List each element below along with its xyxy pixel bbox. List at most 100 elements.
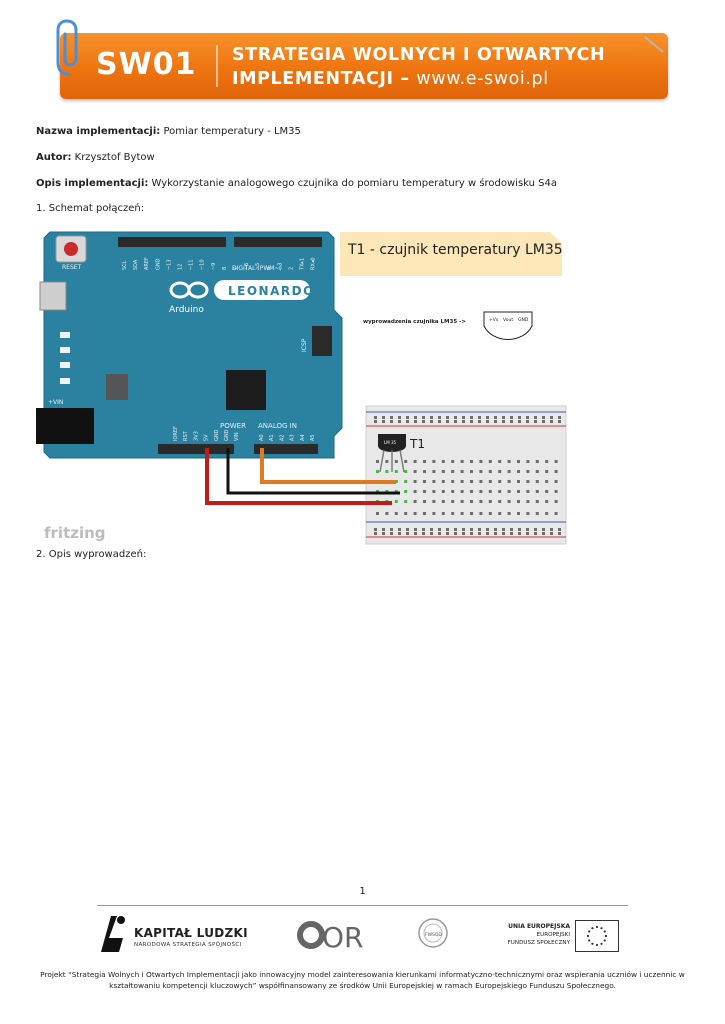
breadboard-hole [526, 460, 530, 463]
breadboard-hole [550, 528, 553, 531]
eu-line3: FUNDUSZ SPOŁECZNY [507, 940, 570, 946]
logo-text: SW01 [96, 47, 197, 82]
author-value: Krzysztof Bytow [71, 152, 155, 163]
breadboard-hole [488, 490, 492, 493]
breadboard-hole [488, 500, 492, 503]
reset-label: RESET [62, 264, 82, 271]
breadboard-hole [438, 528, 441, 531]
header-pin-label: ~13 [166, 259, 172, 270]
breadboard-hole [446, 420, 449, 423]
breadboard-hole [470, 532, 473, 535]
breadboard-hole [413, 470, 417, 473]
breadboard-hole [554, 490, 558, 493]
breadboard-hole [558, 420, 561, 423]
breadboard-hole [510, 532, 513, 535]
breadboard-hole [526, 420, 529, 423]
breadboard-hole [558, 416, 561, 419]
header-pin-label: TX▸1 [300, 258, 306, 271]
breadboard-hole [432, 512, 436, 515]
breadboard-hole [545, 512, 549, 515]
breadboard-hole [382, 532, 385, 535]
header-pin-label: 7 [233, 267, 239, 270]
breadboard-hole [534, 532, 537, 535]
breadboard-hole [441, 490, 445, 493]
breadboard-hole [535, 490, 539, 493]
eu-star-icon [586, 934, 590, 938]
header-banner: SW01 STRATEGIA WOLNYCH I OTWARTYCH IMPLE… [60, 33, 668, 99]
breadboard-hole [470, 490, 473, 493]
breadboard-hole [518, 416, 521, 419]
breadboard-hole [535, 500, 539, 503]
breadboard-hole [542, 528, 545, 531]
breadboard-hole [542, 416, 545, 419]
breadboard-hole [479, 500, 483, 503]
breadboard-hole [517, 512, 520, 515]
breadboard-hole [413, 490, 417, 493]
breadboard-hole [478, 420, 481, 423]
breadboard-hole [390, 416, 393, 419]
kapital-ludzki-logo [101, 916, 125, 952]
breadboard-hole [545, 500, 549, 503]
breadboard-hole [441, 460, 445, 463]
board-name: LEONARDO [228, 284, 315, 298]
breadboard-hole [394, 500, 398, 503]
breadboard-hole [550, 416, 553, 419]
breadboard-hole [470, 460, 473, 463]
breadboard-hole [554, 480, 558, 483]
arduino-brand: Arduino [169, 305, 204, 315]
breadboard-hole [486, 420, 489, 423]
breadboard-hole [460, 480, 464, 483]
sensor-title: T1 - czujnik temperatury LM35 [347, 242, 563, 258]
breadboard-hole [414, 528, 417, 531]
breadboard-hole [432, 460, 436, 463]
led-label-tx: TX [60, 347, 69, 354]
breadboard-hole [404, 470, 408, 473]
breadboard-hole [558, 532, 561, 535]
breadboard-hole [406, 420, 409, 423]
breadboard-hole [488, 480, 492, 483]
breadboard-hole [460, 470, 464, 473]
breadboard-hole [517, 470, 520, 473]
breadboard-hole [510, 416, 513, 419]
description-label: Opis implementacji: [36, 178, 149, 189]
breadboard-hole [517, 500, 520, 503]
breadboard-hole [498, 460, 502, 463]
breadboard-hole [413, 500, 417, 503]
breadboard-hole [526, 500, 530, 503]
breadboard-hole [423, 490, 426, 493]
breadboard-hole [374, 532, 377, 535]
implementation-name-label: Nazwa implementacji: [36, 126, 161, 137]
breadboard-hole [502, 528, 505, 531]
breadboard-hole [545, 470, 549, 473]
breadboard-hole [507, 500, 511, 503]
breadboard-hole [422, 528, 425, 531]
breadboard [365, 405, 567, 545]
analog-pin-label: A4 [300, 434, 306, 441]
breadboard-hole [510, 528, 513, 531]
breadboard-hole [430, 416, 433, 419]
breadboard-hole [498, 490, 502, 493]
breadboard-hole [502, 416, 505, 419]
breadboard-hole [441, 480, 445, 483]
header-pin-label: ~10 [200, 259, 206, 270]
wire-red [205, 448, 392, 505]
paperclip-icon [56, 19, 78, 76]
eu-star-icon [600, 942, 603, 945]
eu-line2: EUROPEJSKI [536, 932, 570, 938]
breadboard-hole [385, 470, 389, 473]
breadboard-holes [374, 416, 561, 535]
sensor-title-tag: T1 - czujnik temperatury LM35 [340, 232, 563, 276]
analog-pin-label: A3 [290, 434, 296, 441]
breadboard-hole [430, 528, 433, 531]
breadboard-hole [376, 470, 379, 473]
breadboard-hole [526, 416, 529, 419]
breadboard-hole [394, 460, 398, 463]
breadboard-hole [414, 532, 417, 535]
breadboard-hole [423, 470, 426, 473]
breadboard-hole [374, 416, 377, 419]
header-pin-label: GND [155, 258, 161, 270]
pin-vout: Vout [503, 317, 513, 323]
power-pin-label: GND [224, 429, 230, 441]
breadboard-hole [374, 420, 377, 423]
breadboard-hole [460, 512, 464, 515]
